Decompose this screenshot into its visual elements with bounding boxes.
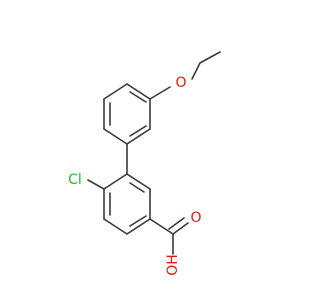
bond-lower-ring-double-c — [129, 182, 145, 193]
bond-upper-ring-5 — [126, 128, 151, 145]
carbonyl-oxygen-label: O — [190, 210, 201, 226]
bond-lower-ring-double-b — [129, 215, 147, 227]
bond-upper-ring-double-b — [129, 91, 147, 103]
bond-lower-ring-1 — [103, 173, 128, 190]
bond-ring-to-chlorine — [87, 179, 105, 190]
ethoxy-group — [149, 51, 221, 100]
hydroxyl-label: OH — [165, 254, 181, 276]
ether-oxygen-label: O — [175, 75, 186, 91]
bond-upper-ring-double-c — [129, 125, 147, 137]
bond-upper-ring-1 — [126, 83, 151, 100]
bond-upper-ring-4 — [103, 128, 128, 145]
bond-lower-ring-6 — [126, 173, 151, 190]
bond-carbonyl-2 — [168, 217, 185, 230]
bond-carbonyl-1 — [172, 222, 189, 235]
molecule-structure-diagram: O Cl O OH — [68, 51, 221, 276]
chlorine-label: Cl — [68, 172, 82, 188]
bond-lower-ring-3 — [103, 218, 128, 235]
bond-ring-to-carboxyl-carbon — [149, 218, 174, 235]
upper-benzene-ring — [103, 83, 151, 145]
bond-upper-ring-2 — [103, 83, 128, 100]
lower-benzene-ring — [103, 173, 151, 235]
carboxyl-group — [149, 217, 189, 255]
bond-ring-to-ether-oxygen — [149, 86, 171, 100]
bond-lower-ring-4 — [126, 218, 151, 235]
bond-ch2-to-ch3 — [199, 51, 221, 64]
bond-ether-oxygen-to-ch2 — [191, 62, 201, 80]
